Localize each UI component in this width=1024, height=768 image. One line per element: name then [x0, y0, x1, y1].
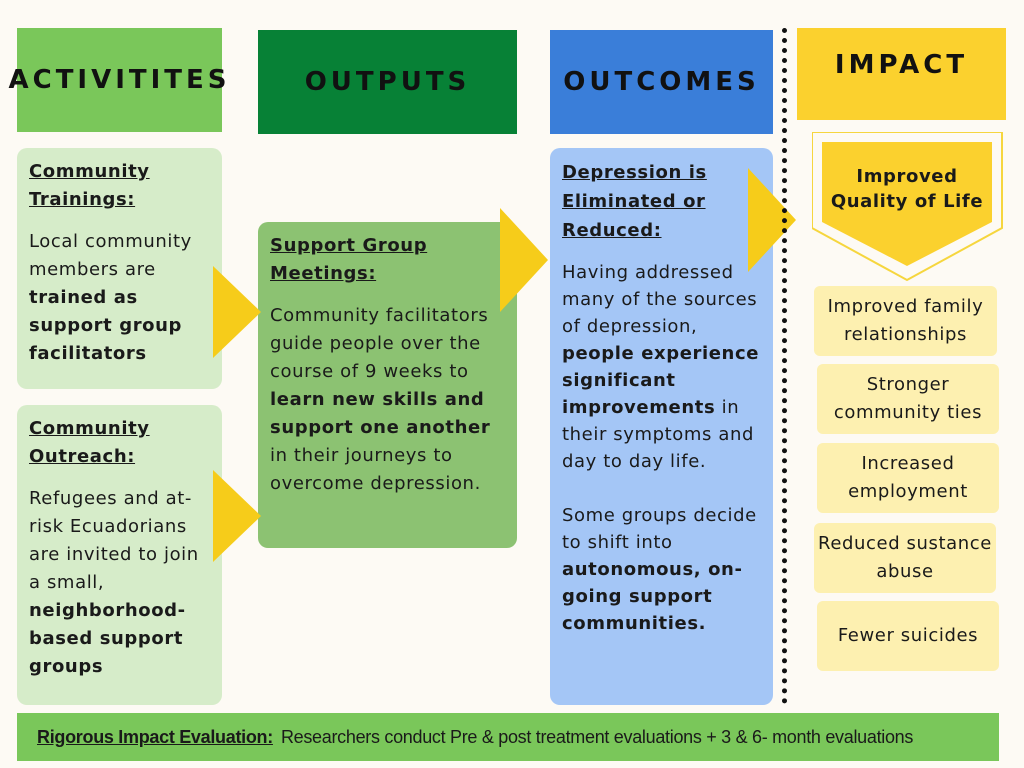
header-activities: ACTIVITITES: [8, 28, 227, 132]
impact-item: Reduced sustance abuse: [814, 523, 996, 593]
card-community-outreach: Community Outreach: Refugees and at-risk…: [17, 405, 222, 705]
impact-item: Improved family relationships: [814, 286, 997, 356]
body-text: Local community members are: [29, 231, 192, 280]
arrow-right-icon: [748, 168, 796, 272]
footer-evaluation-bar: Rigorous Impact Evaluation: Researchers …: [17, 713, 999, 761]
footer-text: Researchers conduct Pre & post treatment…: [280, 726, 914, 747]
card-depression-reduced: Depression is Eliminated or Reduced: Hav…: [550, 148, 773, 705]
impact-item: Fewer suicides: [817, 601, 999, 671]
card-body: Community facilitators guide people over…: [270, 302, 505, 498]
dotted-divider: [782, 28, 787, 704]
impact-main-label: Improved Quality of Life: [830, 166, 984, 212]
card-title: Depression is Eliminated or Reduced:: [562, 162, 707, 241]
body-text: Community facilitators guide people over…: [270, 305, 489, 382]
header-impact: IMPACT: [797, 28, 1006, 120]
card-title: Community Trainings:: [29, 161, 150, 210]
header-outcomes: OUTCOMES: [550, 30, 773, 134]
card-body: Local community members are trained as s…: [29, 228, 210, 368]
body-text: Having addressed many of the sources of …: [562, 262, 758, 337]
body-bold: learn new skills and support one another: [270, 389, 491, 438]
quality-of-life-chevron-icon: [812, 132, 1003, 282]
body-text: Refugees and at-risk Ecuadorians are inv…: [29, 488, 199, 593]
body-text: in their symptoms and day to day life.: [562, 397, 755, 472]
card-title: Support Group Meetings:: [270, 235, 428, 284]
card-support-group-meetings: Support Group Meetings: Community facili…: [258, 222, 517, 548]
header-outputs: OUTPUTS: [258, 30, 517, 134]
body-bold: neighborhood-based support groups: [29, 600, 186, 677]
card-body: Refugees and at-risk Ecuadorians are inv…: [29, 485, 210, 681]
card-community-trainings: Community Trainings: Local community mem…: [17, 148, 222, 389]
footer-label: Rigorous Impact Evaluation:: [37, 726, 273, 747]
card-body-2: Some groups decide to shift into autonom…: [562, 502, 761, 637]
body-text: Some groups decide to shift into: [562, 505, 757, 553]
body-bold: trained as support group facilitators: [29, 287, 183, 364]
card-body: Having addressed many of the sources of …: [562, 259, 761, 475]
body-bold: people experience significant improvemen…: [562, 343, 760, 418]
card-title: Community Outreach:: [29, 418, 150, 467]
body-bold: autonomous, on-going support communities…: [562, 559, 743, 634]
arrow-right-icon: [500, 208, 548, 312]
impact-item: Increased employment: [817, 443, 999, 513]
impact-item: Stronger community ties: [817, 364, 999, 434]
arrow-right-icon: [213, 470, 261, 562]
arrow-right-icon: [213, 266, 261, 358]
body-text: in their journeys to overcome depression…: [270, 445, 481, 494]
